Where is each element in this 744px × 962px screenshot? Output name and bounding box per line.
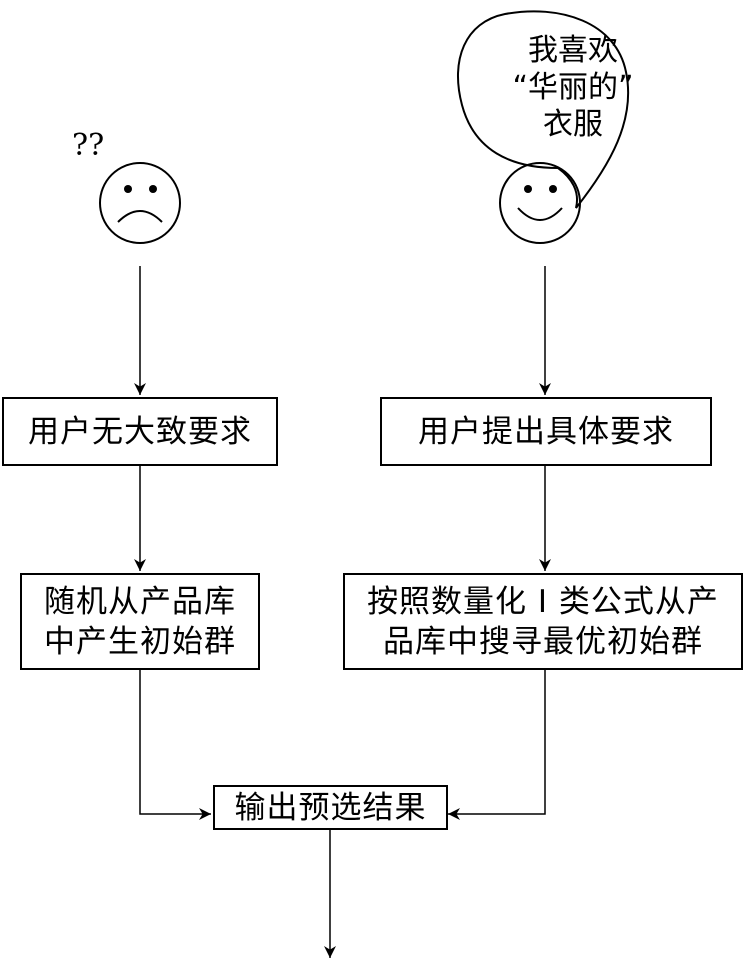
question-marks: ?? <box>72 128 105 163</box>
box-label: 输出预选结果 <box>234 789 427 826</box>
box-line: 品库中搜寻最优初始群 <box>383 623 703 660</box>
box-line: 随机从产品库 <box>44 583 236 620</box>
box-label: 用户无大致要求 <box>28 413 252 450</box>
box-random-initial-population: 随机从产品库 中产生初始群 <box>20 573 260 670</box>
arrow-right-box2-to-output <box>448 670 546 820</box>
speech-line: 衣服 <box>543 107 603 142</box>
box-output-result: 输出预选结果 <box>213 785 448 830</box>
box-line: 中产生初始群 <box>44 623 236 660</box>
happy-face-icon <box>499 162 581 244</box>
speech-bubble <box>457 10 630 209</box>
box-optimal-initial-population: 按照数量化 I 类公式从产 品库中搜寻最优初始群 <box>343 573 743 670</box>
speech-bubble-text: 我喜欢 “华丽的” 衣服 <box>488 32 658 143</box>
box-label: 用户提出具体要求 <box>418 413 674 450</box>
speech-line: 我喜欢 <box>528 33 618 68</box>
speech-line: “华丽的” <box>512 70 634 105</box>
box-line: 按照数量化 I 类公式从产 <box>367 583 719 620</box>
box-user-no-requirement: 用户无大致要求 <box>2 397 278 466</box>
arrow-left-box2-to-output <box>139 670 211 820</box>
box-user-specific-requirement: 用户提出具体要求 <box>380 397 712 466</box>
sad-face-icon <box>99 162 181 244</box>
